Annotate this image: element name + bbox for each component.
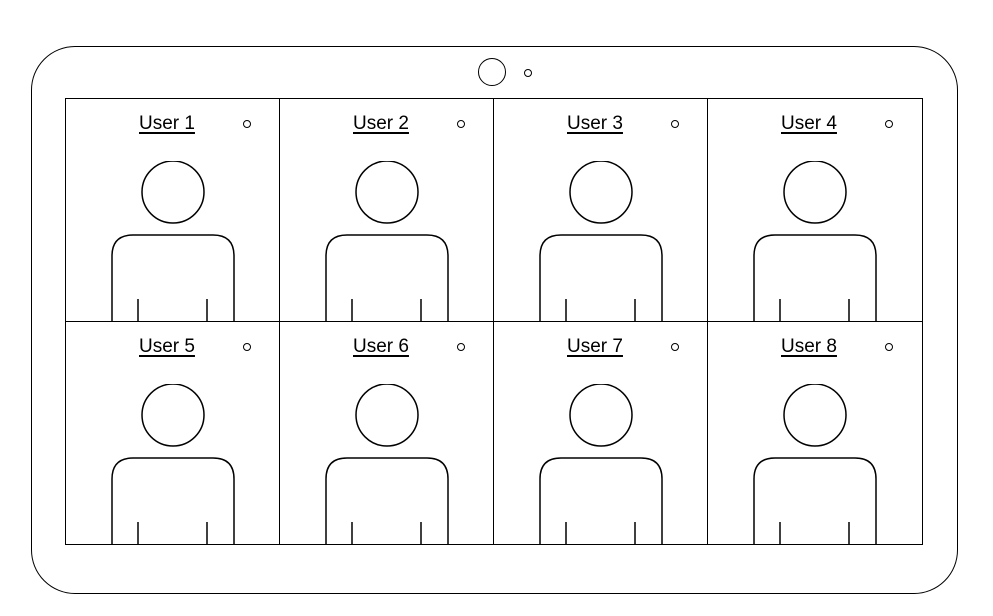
status-indicator-icon: [243, 120, 251, 128]
status-indicator-icon: [457, 342, 465, 351]
participant-name[interactable]: User 8: [781, 335, 837, 357]
participant-tile-4[interactable]: User 4: [708, 99, 922, 322]
camera-sensor-icon: [524, 69, 532, 77]
status-indicator-icon: [885, 120, 893, 128]
person-silhouette-icon: [753, 383, 877, 544]
person-silhouette-icon: [753, 161, 877, 321]
person-silhouette-icon: [325, 161, 449, 321]
person-silhouette-icon: [111, 383, 235, 544]
participant-name[interactable]: User 6: [353, 335, 409, 357]
person-silhouette-icon: [539, 383, 663, 544]
device-frame: [31, 46, 958, 594]
participant-name[interactable]: User 2: [353, 113, 409, 134]
participant-tile-7[interactable]: User 7: [494, 321, 708, 544]
person-silhouette-icon: [111, 161, 235, 321]
video-grid: User 1 User 2 User 3 User 4: [65, 98, 923, 545]
person-silhouette-icon: [325, 383, 449, 544]
participant-tile-1[interactable]: User 1: [66, 99, 280, 322]
participant-name[interactable]: User 3: [567, 113, 623, 134]
participant-tile-8[interactable]: User 8: [708, 322, 922, 544]
participant-tile-2[interactable]: User 2: [280, 99, 494, 322]
participant-name[interactable]: User 4: [781, 113, 837, 134]
status-indicator-icon: [885, 342, 893, 351]
status-indicator-icon: [457, 120, 465, 128]
status-indicator-icon: [243, 342, 251, 351]
camera-lens-icon: [478, 58, 506, 86]
participant-tile-6[interactable]: User 6: [280, 321, 494, 544]
status-indicator-icon: [671, 342, 679, 351]
participant-name[interactable]: User 7: [567, 335, 623, 357]
status-indicator-icon: [671, 120, 679, 128]
participant-tile-3[interactable]: User 3: [494, 99, 708, 322]
person-silhouette-icon: [539, 161, 663, 321]
participant-tile-5[interactable]: User 5: [66, 321, 280, 544]
participant-name[interactable]: User 5: [139, 335, 195, 357]
participant-name[interactable]: User 1: [139, 113, 195, 134]
